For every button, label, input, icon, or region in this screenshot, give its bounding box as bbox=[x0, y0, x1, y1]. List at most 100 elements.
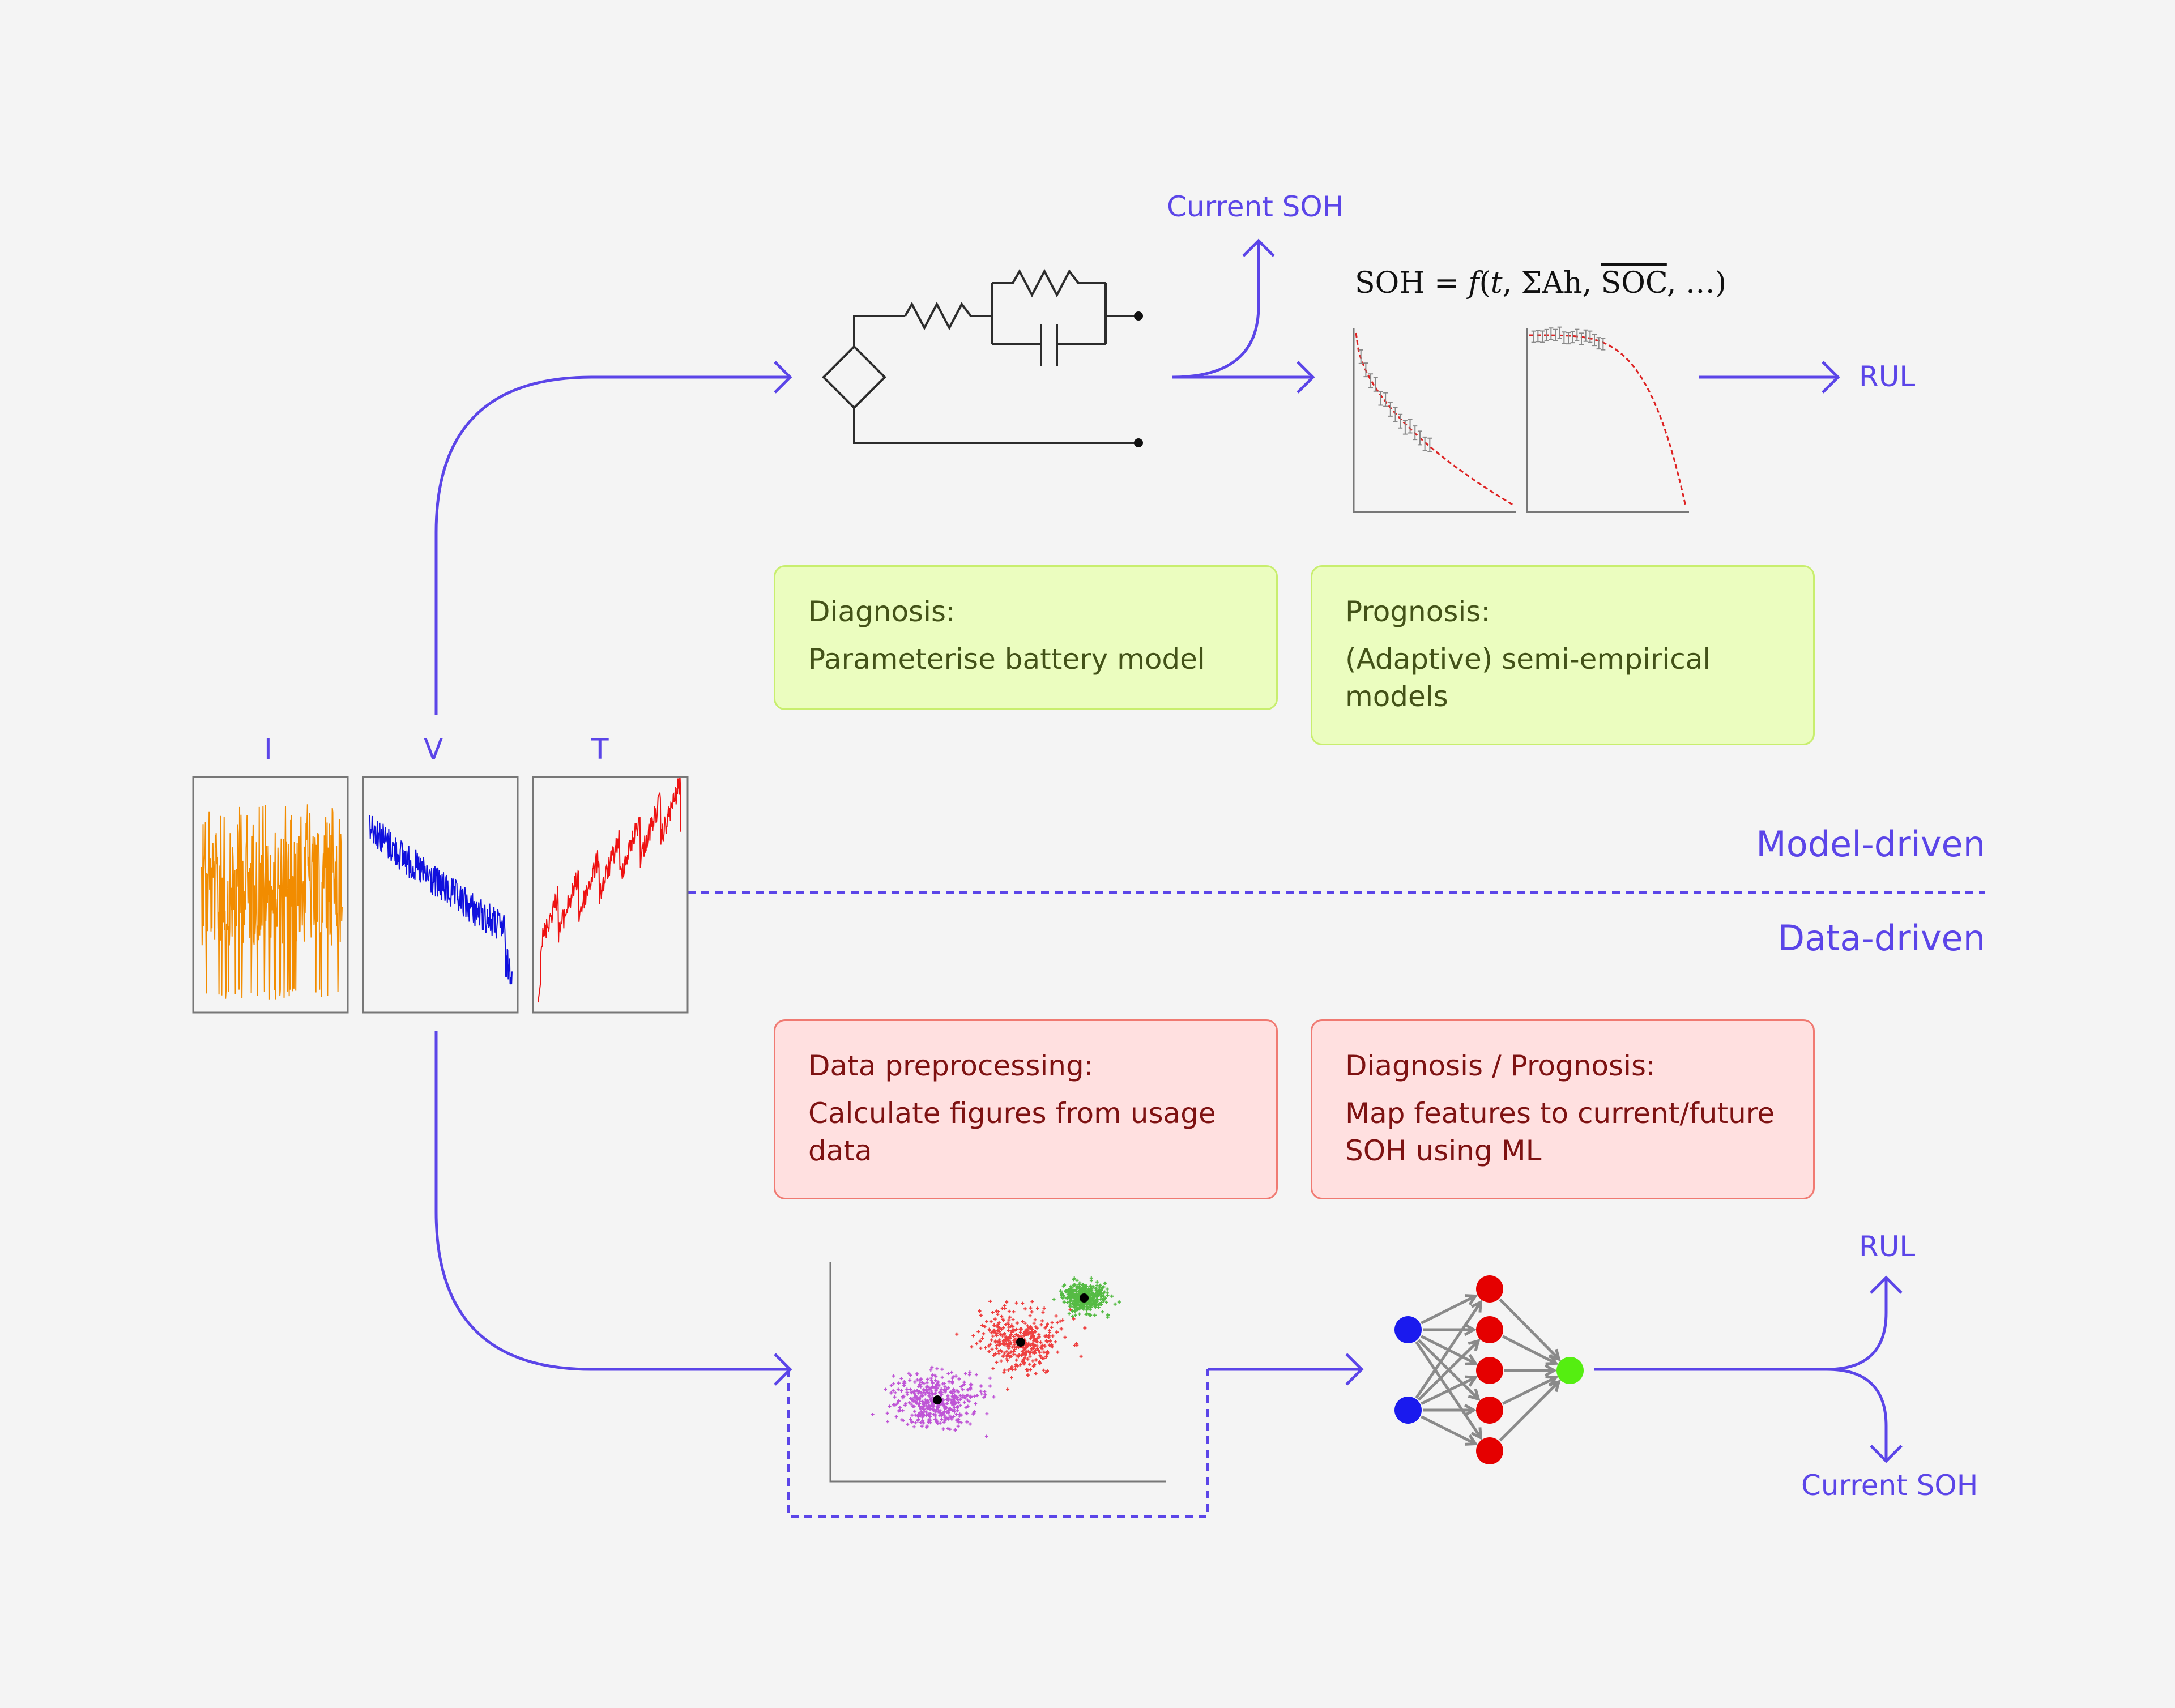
signal-plots bbox=[192, 776, 689, 1014]
degradation-measurements-1 bbox=[1358, 349, 1432, 452]
degradation-curve-icon bbox=[1353, 326, 1689, 513]
formula-arg-time: t bbox=[1490, 266, 1503, 300]
degradation-error-bar bbox=[1601, 338, 1606, 351]
cluster-points bbox=[871, 1276, 1121, 1438]
diagnosis-box-body: Parameterise battery model bbox=[808, 643, 1205, 676]
preprocessing-box-title: Data preprocessing: bbox=[808, 1049, 1094, 1082]
degradation-error-bar bbox=[1570, 331, 1575, 344]
nn-hidden-node bbox=[1476, 1316, 1503, 1343]
nn-hidden-node bbox=[1476, 1275, 1503, 1303]
prognosis-box: Prognosis: (Adaptive) semi-empirical mod… bbox=[1311, 565, 1815, 745]
formula-arg-more: … bbox=[1685, 266, 1715, 300]
degradation-error-bar bbox=[1549, 327, 1554, 340]
rc-branch-right bbox=[1104, 283, 1138, 344]
degradation-error-bar bbox=[1575, 328, 1580, 341]
degradation-error-bar bbox=[1427, 437, 1432, 452]
degradation-error-bar bbox=[1544, 328, 1549, 341]
data-rul-label: RUL bbox=[1859, 1230, 1916, 1263]
network-edge bbox=[1421, 1415, 1478, 1446]
dashed-feature-loop bbox=[787, 1369, 1209, 1518]
degradation-error-bar bbox=[1393, 407, 1398, 422]
flow-arrow-to-circuit bbox=[434, 361, 792, 715]
degradation-error-bar bbox=[1413, 425, 1418, 441]
degradation-error-bar bbox=[1592, 334, 1597, 347]
equivalent-circuit-icon bbox=[822, 268, 1143, 447]
network-connections bbox=[1415, 1294, 1561, 1446]
ml-box-body: Map features to current/future SOH using… bbox=[1345, 1097, 1775, 1167]
formula-lhs: SOH bbox=[1355, 266, 1425, 300]
network-edge bbox=[1504, 1364, 1558, 1377]
current-signal-label: I bbox=[264, 733, 272, 766]
degradation-plot-1-axes bbox=[1353, 328, 1516, 513]
circuit-wire-bottom bbox=[853, 408, 1138, 444]
degradation-error-bar bbox=[1531, 330, 1536, 343]
diagnosis-box: Diagnosis: Parameterise battery model bbox=[774, 565, 1278, 710]
prognosis-box-body: (Adaptive) semi-empirical models bbox=[1345, 643, 1711, 713]
degradation-error-bar bbox=[1536, 330, 1541, 343]
preprocessing-box-body: Calculate figures from usage data bbox=[808, 1097, 1216, 1167]
nn-input-node bbox=[1394, 1397, 1422, 1424]
degradation-error-bar bbox=[1398, 413, 1403, 429]
degradation-error-bar bbox=[1363, 362, 1368, 378]
degradation-error-bar bbox=[1540, 330, 1545, 343]
formula-function: f bbox=[1468, 266, 1479, 300]
network-edge bbox=[1415, 1299, 1483, 1399]
cluster-point-group bbox=[1052, 1276, 1121, 1319]
degradation-error-bar bbox=[1383, 392, 1388, 407]
degradation-error-bar bbox=[1408, 419, 1413, 434]
degradation-error-bar bbox=[1579, 332, 1584, 345]
degradation-error-bar bbox=[1373, 377, 1378, 392]
degradation-error-bar bbox=[1358, 349, 1363, 364]
model-current-soh-label: Current SOH bbox=[1167, 190, 1344, 223]
degradation-error-bar bbox=[1378, 391, 1383, 406]
degradation-plot-2-axes bbox=[1526, 328, 1689, 513]
degradation-error-bar bbox=[1562, 331, 1567, 344]
data-current-soh-label: Current SOH bbox=[1801, 1469, 1978, 1502]
formula-arg-soc: SOC bbox=[1601, 266, 1667, 300]
network-edge bbox=[1499, 1380, 1561, 1442]
degradation-error-bar bbox=[1388, 402, 1393, 417]
degradation-error-bar bbox=[1566, 332, 1571, 345]
data-driven-label: Data-driven bbox=[1777, 917, 1985, 959]
degradation-error-bar bbox=[1417, 430, 1422, 446]
cluster-centroid-purple bbox=[933, 1395, 942, 1404]
nn-hidden-node bbox=[1476, 1357, 1503, 1384]
degradation-error-bar bbox=[1596, 337, 1601, 350]
degradation-error-bar bbox=[1557, 326, 1562, 339]
cluster-point-cloud bbox=[1052, 1276, 1121, 1319]
model-flow-arrows bbox=[434, 238, 1840, 715]
degradation-error-bar bbox=[1368, 373, 1374, 388]
terminal-negative bbox=[1134, 438, 1143, 447]
model-driven-label: Model-driven bbox=[1756, 823, 1985, 865]
feature-cluster-scatter-icon bbox=[829, 1262, 1166, 1483]
voltage-signal-label: V bbox=[424, 733, 443, 766]
network-edge bbox=[1423, 1403, 1477, 1417]
degradation-fit-curve-1 bbox=[1355, 332, 1514, 506]
network-edge bbox=[1421, 1294, 1478, 1325]
network-edge bbox=[1423, 1323, 1477, 1336]
formula-arg-ah: ΣAh bbox=[1521, 266, 1583, 300]
dependent-source-symbol bbox=[822, 345, 886, 409]
parallel-capacitor bbox=[992, 324, 1106, 366]
network-edge bbox=[1417, 1339, 1481, 1401]
cluster-centroid-red bbox=[1016, 1338, 1025, 1347]
nn-output-node bbox=[1556, 1357, 1584, 1384]
prognosis-box-title: Prognosis: bbox=[1345, 595, 1491, 628]
formula-equals: = bbox=[1434, 266, 1459, 300]
degradation-error-bar bbox=[1583, 329, 1588, 342]
cluster-centroid-green bbox=[1080, 1293, 1089, 1303]
soh-formula: SOH = f(t, ΣAh, SOC, …) bbox=[1355, 266, 1727, 300]
flow-arrow-to-clusters bbox=[434, 1031, 792, 1386]
degradation-fit-curve-2 bbox=[1529, 334, 1687, 507]
nn-input-node bbox=[1394, 1316, 1422, 1343]
degradation-measurements-2 bbox=[1531, 326, 1606, 351]
network-edge bbox=[1502, 1335, 1559, 1365]
current-signal-trace bbox=[201, 804, 343, 1000]
temperature-signal-trace bbox=[538, 778, 681, 1003]
data-flow-arrows bbox=[434, 1031, 1903, 1518]
degradation-error-bar bbox=[1422, 436, 1427, 451]
temperature-plot-frame bbox=[532, 776, 689, 1014]
flow-arrow-current-soh-up bbox=[1172, 238, 1275, 379]
